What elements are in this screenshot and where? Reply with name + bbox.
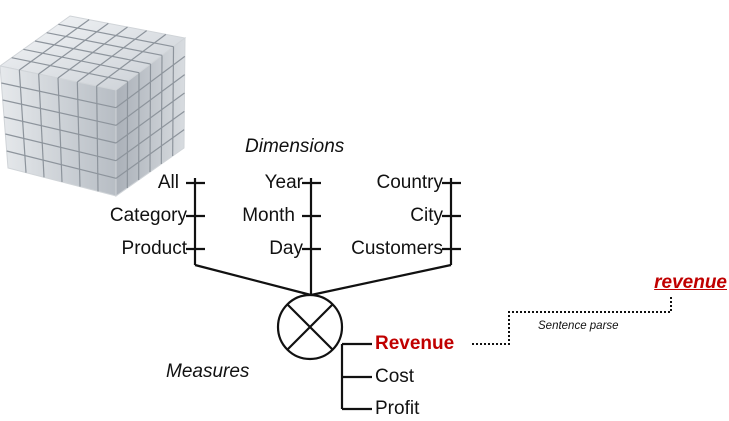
dimension-level-label: Category (109, 205, 187, 226)
dimension-level-label: Day (269, 238, 303, 259)
measure-tree-lines (340, 342, 372, 411)
dimension-level-label: Product (121, 238, 187, 259)
data-cube-icon (0, 15, 187, 197)
measure-label: Profit (375, 398, 420, 419)
dimension-tree-lines (186, 178, 461, 297)
dimensions-label: Dimensions (245, 136, 345, 157)
measures-label: Measures (166, 361, 250, 382)
dimension-level-label: City (410, 205, 443, 226)
dimension-level-label: Month (242, 205, 295, 226)
dimension-level-label: All (157, 172, 179, 193)
join-operator-icon (276, 293, 344, 361)
sentence-parse-link (472, 296, 672, 345)
dimension-level-label: Country (376, 172, 443, 193)
measure-revenue-label: Revenue (375, 333, 455, 354)
measure-label: Cost (375, 366, 415, 387)
dimension-level-label: Customers (351, 238, 443, 259)
dimension-level-label: Year (264, 172, 303, 193)
sentence-parse-label: Sentence parse (538, 320, 619, 332)
query-word: revenue (654, 272, 727, 293)
